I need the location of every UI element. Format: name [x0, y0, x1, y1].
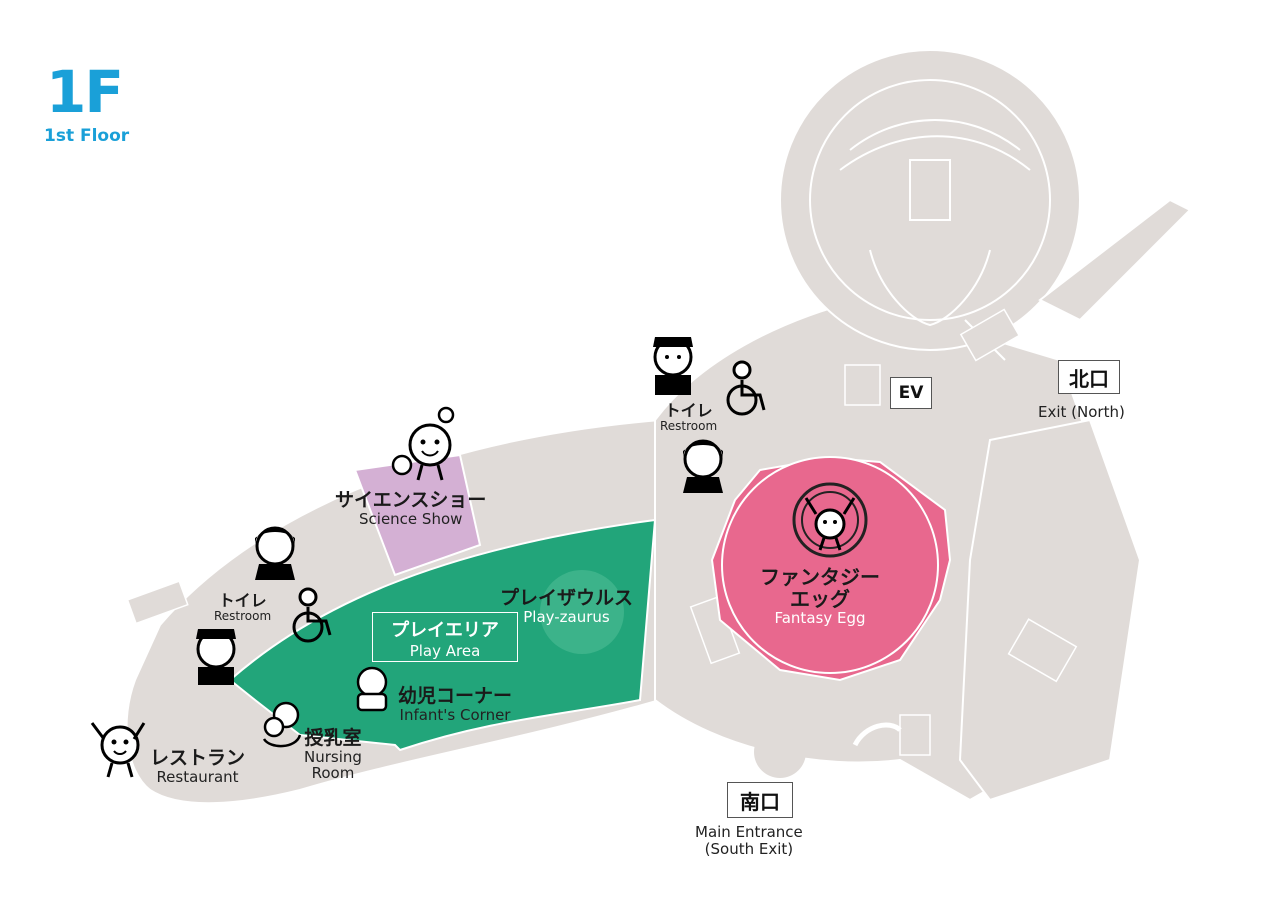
restroom-girl-icon-west [255, 526, 295, 580]
play-area-jp: プレイエリア [391, 620, 499, 641]
rotunda-details [809, 79, 1051, 361]
restroom-top-en: Restroom [660, 418, 718, 433]
infants-corner-jp: 幼児コーナー [398, 685, 513, 707]
restroom-boy-icon [653, 337, 693, 395]
south-exit-circle [754, 726, 806, 778]
north-exit-en: Exit (North) [1038, 403, 1125, 421]
south-exit-en-2: (South Exit) [704, 839, 794, 858]
nursing-room-jp: 授乳室 [304, 727, 362, 749]
science-show-en: Science Show [359, 509, 463, 528]
play-area-label: プレイエリア Play Area [372, 612, 518, 662]
scientist-icon [391, 406, 455, 481]
restaurant-jp: レストラン [150, 747, 246, 769]
play-area-en: Play Area [409, 642, 481, 660]
restaurant-icon [90, 722, 146, 778]
south-exit-en-1: Main Entrance [695, 823, 803, 841]
infants-corner-en: Infant's Corner [399, 705, 511, 724]
north-exit-circle [1000, 361, 1044, 405]
fantasy-egg-jp-2: エッグ [790, 587, 850, 611]
restaurant-label: レストラン Restaurant [150, 748, 245, 785]
wheelchair-icon [726, 360, 766, 416]
restroom-top-jp: トイレ [664, 401, 713, 420]
fantasy-egg-jp-1: ファンタジー [760, 565, 880, 589]
nursing-room-en-2: Room [311, 764, 355, 783]
baby-icon [356, 666, 388, 712]
south-exit-jp: 南口 [727, 782, 793, 818]
wheelchair-icon-west [292, 587, 332, 643]
restroom-top-label: トイレ Restroom [660, 402, 717, 433]
restroom-boy-icon-west [196, 629, 236, 685]
science-show-label: サイエンスショー Science Show [335, 490, 486, 527]
play-zaurus-label: プレイザウルス Play-zaurus [500, 588, 633, 625]
play-zaurus-jp: プレイザウルス [500, 587, 634, 609]
restroom-west-jp: トイレ [218, 591, 267, 610]
south-exit-label: Main Entrance (South Exit) [695, 824, 803, 857]
infants-corner-label: 幼児コーナー Infant's Corner [398, 686, 512, 723]
nursing-icon [262, 701, 302, 748]
elevator-label: EV [890, 377, 932, 409]
restaurant-en: Restaurant [156, 767, 239, 786]
stairs [126, 308, 1078, 756]
floor-label: 1st Floor [44, 126, 130, 146]
restroom-west-label: トイレ Restroom [214, 592, 271, 623]
nursing-room-en-1: Nursing [304, 747, 362, 766]
fantasy-egg-en: Fantasy Egg [774, 609, 866, 627]
curved-bench [852, 722, 902, 747]
play-zaurus-en: Play-zaurus [523, 607, 610, 626]
fantasy-egg-label: ファンタジー エッグ Fantasy Egg [760, 566, 880, 627]
nursing-room-label: 授乳室 Nursing Room [304, 728, 362, 782]
restroom-west-en: Restroom [214, 608, 272, 623]
science-show-jp: サイエンスショー [335, 489, 487, 511]
north-exit-jp: 北口 [1058, 360, 1120, 394]
fantasy-egg-area [710, 456, 952, 682]
restroom-girl-icon [683, 439, 723, 493]
fantasy-egg-icon [792, 482, 868, 558]
play-zaurus-circle [540, 570, 624, 654]
floor-number: 1F [46, 58, 124, 126]
